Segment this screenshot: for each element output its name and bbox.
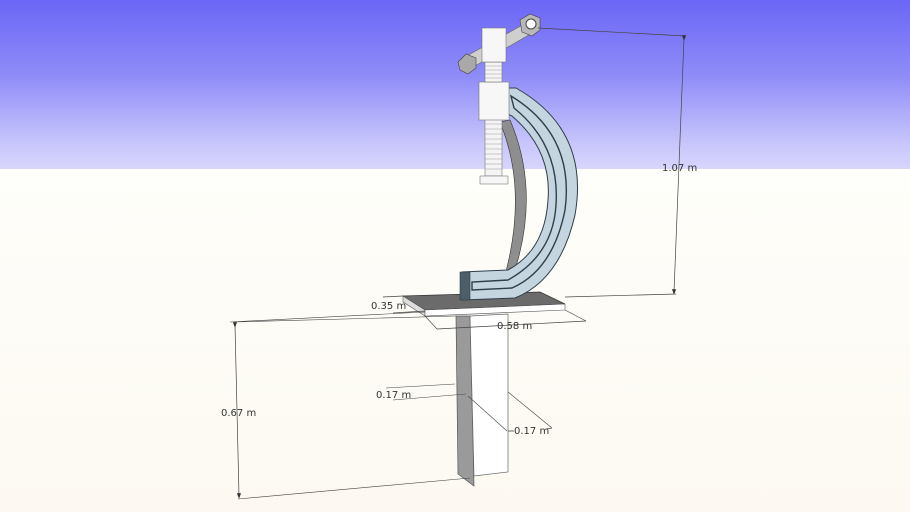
ground-plane xyxy=(0,169,910,512)
dimension-post-width[interactable]: 0.17 m xyxy=(467,391,553,437)
dimension-post-depth[interactable]: 0.17 m xyxy=(376,383,467,401)
clamp-frame[interactable] xyxy=(459,87,579,301)
dimension-plate-width[interactable]: 0.35 m xyxy=(229,295,426,323)
dimension-clamp-height[interactable]: 1.07 m xyxy=(537,27,697,298)
dimension-plate-length[interactable]: 0.58 m xyxy=(424,309,587,332)
dimension-label: 0.67 m xyxy=(221,408,256,419)
sky-background xyxy=(0,0,910,169)
dimension-label: 0.35 m xyxy=(371,301,406,312)
dimension-post-height[interactable]: 0.67 m xyxy=(221,315,471,500)
post[interactable] xyxy=(455,313,509,487)
clamp-screw[interactable] xyxy=(457,13,541,185)
base-plate[interactable] xyxy=(401,291,566,317)
dimension-label: 0.17 m xyxy=(514,426,549,437)
dimension-label: 0.17 m xyxy=(376,390,411,401)
dimension-label: 1.07 m xyxy=(662,163,697,174)
dimension-label: 0.58 m xyxy=(497,321,532,332)
